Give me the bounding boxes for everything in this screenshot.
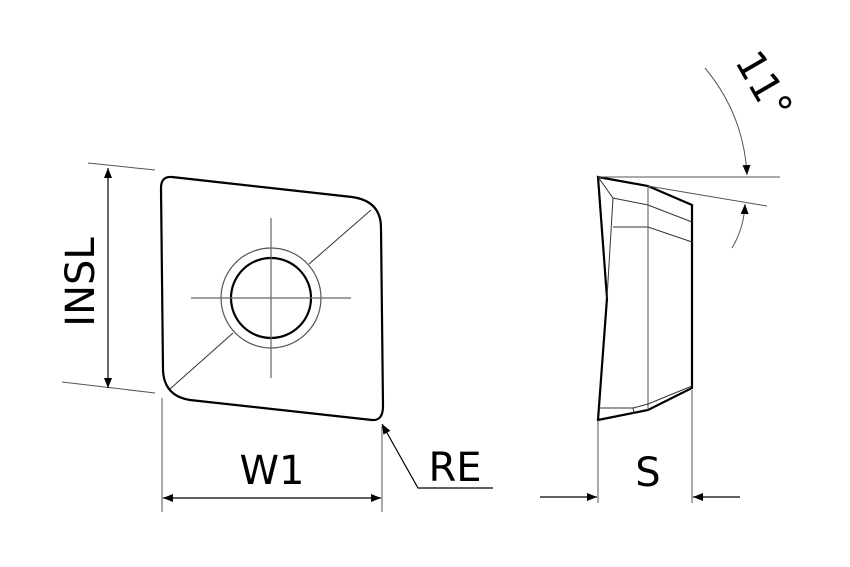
s-label: S (635, 450, 660, 496)
re-label: RE (428, 445, 481, 491)
re-dimension: RE (381, 423, 493, 491)
insert-top-view (159, 175, 385, 422)
angle-dimension: 11° (598, 43, 801, 249)
insert-outline (159, 175, 385, 422)
angle-label: 11° (726, 43, 801, 127)
w1-label: W1 (240, 448, 305, 494)
side-outline (596, 175, 694, 422)
diagonal-edge-upper (308, 209, 372, 265)
insl-dimension: INSL (58, 162, 156, 394)
s-dimension: S (540, 390, 740, 503)
diagonal-edge-lower (169, 332, 234, 390)
w1-dimension: W1 (161, 398, 383, 512)
insl-label: INSL (58, 237, 104, 327)
insert-side-view (596, 175, 694, 422)
